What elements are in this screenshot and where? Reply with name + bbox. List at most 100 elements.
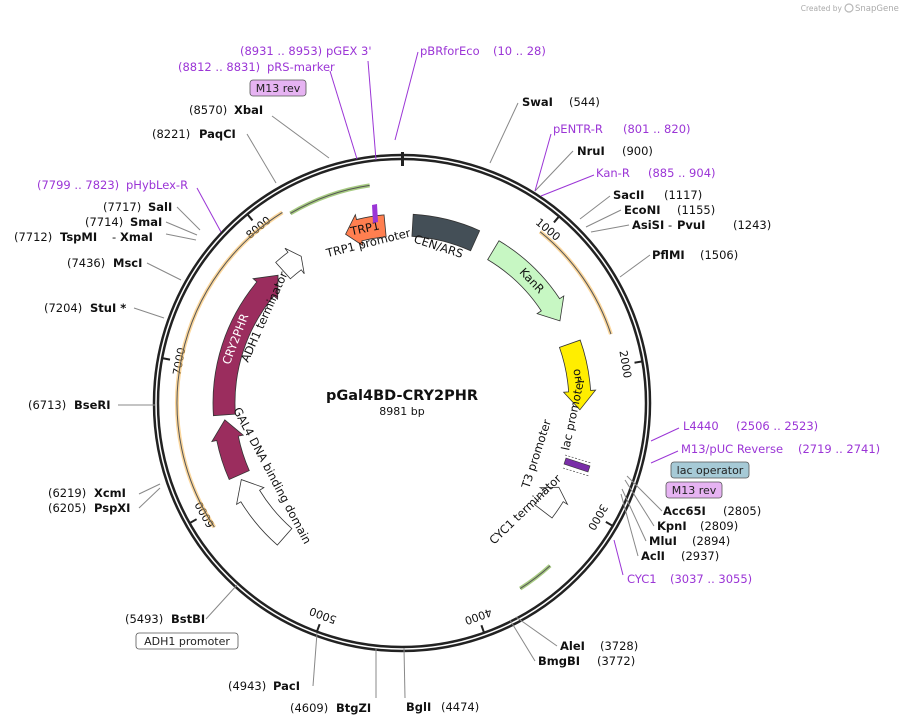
- tick-mark: [605, 521, 614, 527]
- site-pos: (4609): [290, 701, 328, 715]
- site-leader: [626, 475, 663, 512]
- site-name: SwaI: [522, 95, 553, 109]
- site-name: KpnI: [657, 519, 687, 533]
- site-leader: [133, 307, 165, 319]
- orf-arc: [539, 231, 612, 335]
- site-name: Acc65I: [663, 504, 706, 518]
- site-pos: (8221): [152, 127, 190, 141]
- site-name: PflMI: [652, 248, 685, 262]
- site-pos: (4474): [441, 700, 479, 714]
- site-pos: (6219): [48, 486, 86, 500]
- site-name: AleI: [560, 639, 585, 653]
- primer-range: (10 .. 28): [493, 44, 546, 58]
- feature-label-trp1: TRP1: [348, 218, 381, 238]
- site-sep: -: [112, 230, 116, 244]
- feature-kanr: [487, 240, 565, 322]
- site-name: StuI *: [90, 301, 126, 315]
- primer-name: L4440: [683, 419, 719, 433]
- site-name: BglI: [406, 700, 431, 714]
- site-pos: (900): [622, 144, 653, 158]
- primer-name: pRS-marker: [267, 60, 335, 74]
- feature-label-adh1-terminator: ADH1 terminator: [238, 269, 291, 364]
- site-name: PspXI: [94, 501, 130, 515]
- site-name: AsiSI: [632, 218, 664, 232]
- site-pos: (3728): [600, 639, 638, 653]
- primer-name: Kan-R: [596, 166, 630, 180]
- site-pos: (1243): [733, 218, 771, 232]
- primer-range: (8812 .. 8831): [178, 60, 260, 74]
- plasmid-length: 8981 bp: [379, 405, 424, 418]
- site-pos: (2894): [692, 534, 730, 548]
- lac-region-glyph: [562, 454, 592, 477]
- site-pos: (1506): [700, 248, 738, 262]
- primer-range: (7799 .. 7823): [37, 178, 119, 192]
- primer-leaders: [196, 51, 680, 576]
- site-pos: (7714): [85, 215, 123, 229]
- site-name: AclI: [641, 549, 665, 563]
- boxed-label-text: lac operator: [677, 464, 744, 477]
- tick-mark: [634, 360, 643, 364]
- site-name: XbaI: [234, 103, 263, 117]
- orf-arc: [290, 184, 370, 214]
- boxed-label-text: M13 rev: [672, 484, 717, 497]
- site-pos: (5493): [125, 612, 163, 626]
- site-name: BtgZI: [336, 701, 371, 715]
- feature-cry2phr: [212, 274, 279, 417]
- watermark-brand: SnapGene: [855, 4, 899, 14]
- origin-marker: [401, 152, 404, 166]
- feature-adh1-promoter: [236, 479, 293, 546]
- site-leader: [621, 488, 647, 542]
- site-name: MluI: [649, 534, 677, 548]
- primer-range: (2506 .. 2523): [736, 419, 818, 433]
- site-name: BmgBI: [538, 654, 580, 668]
- plasmid-name: pGal4BD-CRY2PHR: [326, 388, 478, 404]
- site-pos: (2805): [723, 504, 761, 518]
- boxed-label-m13-right: M13 rev: [665, 481, 723, 499]
- site-sep: -: [668, 218, 672, 232]
- feature-label-trp1-promoter: TRP1 promoter: [324, 226, 412, 261]
- site-name-2: XmaI: [120, 230, 153, 244]
- tick-mark: [246, 213, 254, 222]
- orf-arc: [519, 565, 551, 589]
- site-name: EcoNI: [624, 203, 660, 217]
- orf-arcs: [175, 183, 613, 591]
- feature-label-ori: ori: [570, 368, 586, 385]
- feature-label-lac-promoter: lac promoter: [558, 376, 587, 451]
- site-name: SmaI: [130, 215, 162, 229]
- site-leader: [619, 254, 651, 278]
- site-leader: [138, 487, 161, 509]
- site-leader: [271, 115, 330, 159]
- site-pos: (6205): [48, 501, 86, 515]
- site-name: XcmI: [94, 486, 126, 500]
- site-leader: [585, 209, 622, 228]
- site-name: PaqCI: [199, 127, 236, 141]
- primer-range: (2719 .. 2741): [798, 442, 880, 456]
- pRS-marker-glyph: [372, 204, 378, 223]
- boxed-label-lac-operator: lac operator: [670, 461, 750, 479]
- site-pos: (1117): [664, 188, 702, 202]
- site-pos: (7712): [14, 230, 52, 244]
- primer-name: pHybLex-R: [126, 178, 188, 192]
- site-leader: [489, 102, 519, 164]
- site-pos: (3772): [597, 654, 635, 668]
- tick-mark: [161, 357, 171, 361]
- boxed-label-text: ADH1 promoter: [144, 635, 230, 648]
- primer-name: CYC1: [627, 572, 657, 586]
- site-pos: (1155): [677, 203, 715, 217]
- site-leader: [620, 493, 639, 557]
- site-leader: [515, 616, 558, 647]
- feature-label-cen-ars: CEN/ARS: [412, 232, 465, 261]
- site-name: BstBI: [171, 612, 205, 626]
- snapgene-watermark: Created by SnapGene: [801, 3, 899, 14]
- site-pos: (8570): [189, 103, 227, 117]
- site-leader: [165, 221, 198, 236]
- site-name: NruI: [577, 144, 605, 158]
- site-leader: [246, 133, 277, 184]
- site-name: SalI: [148, 200, 172, 214]
- site-leader: [624, 479, 655, 527]
- site-leader: [312, 632, 318, 687]
- site-name: TspMI: [60, 230, 97, 244]
- primer-name: pENTR-R: [553, 122, 603, 136]
